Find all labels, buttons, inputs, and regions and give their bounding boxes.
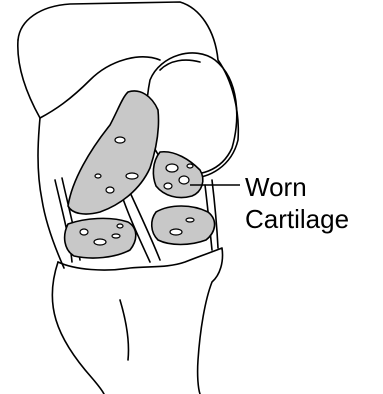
tibia-left-edge (52, 262, 104, 394)
worn-spot (170, 229, 182, 235)
worn-spot (187, 164, 193, 168)
femoral-condyle-cartilage (68, 91, 159, 214)
worn-spot (166, 164, 178, 172)
worn-spot (106, 187, 114, 193)
worn-spot (179, 176, 189, 184)
tibial-plateau-cartilage-right (152, 206, 215, 245)
tibia-outline (58, 248, 223, 394)
tibia-detail (120, 300, 129, 360)
worn-spot (126, 173, 138, 179)
femur-left-edge (18, 40, 64, 268)
worn-spot (94, 239, 106, 245)
worn-spot (95, 174, 101, 178)
callout-label-line-1: Worn (245, 172, 307, 202)
worn-spot (80, 229, 88, 235)
callout-label-line-2: Cartilage (245, 204, 349, 234)
patellar-cartilage (153, 152, 202, 198)
tibial-plateau-cartilage-left (65, 218, 136, 258)
worn-spot (117, 224, 123, 228)
worn-spot (186, 218, 194, 222)
ligament-right-2 (212, 180, 218, 248)
worn-spot (115, 137, 125, 143)
worn-spot (164, 183, 172, 189)
worn-spot (112, 234, 120, 238)
